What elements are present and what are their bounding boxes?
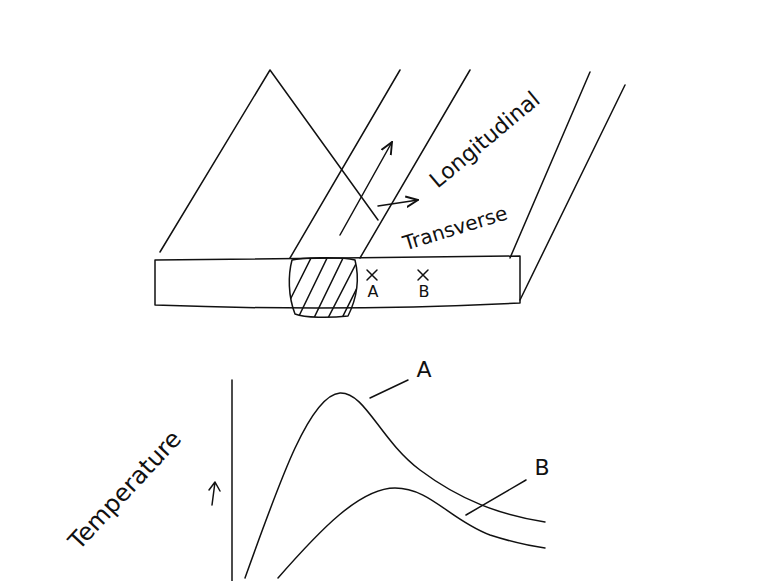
- point-mark: [418, 270, 428, 280]
- plate-edge: [290, 70, 400, 258]
- curve-a: [245, 393, 545, 578]
- plate-edge: [520, 85, 625, 300]
- point-label: B: [419, 284, 430, 300]
- temperature-axis: [231, 380, 233, 581]
- point-mark: [367, 270, 377, 280]
- leader-line: [370, 380, 408, 398]
- axis-label: Temperature: [64, 426, 185, 554]
- longitudinal-arrow: [340, 142, 392, 235]
- leader-line: [466, 480, 526, 515]
- weld-hatch: [290, 250, 368, 322]
- transverse-arrow: [378, 200, 418, 206]
- direction-label: Longitudinal: [426, 88, 544, 192]
- curve-b: [278, 488, 545, 578]
- curve-label: B: [534, 457, 549, 479]
- direction-label: Transverse: [400, 203, 509, 254]
- axis-arrow: [209, 482, 220, 505]
- curve-label: A: [416, 359, 431, 381]
- point-label: A: [368, 284, 379, 300]
